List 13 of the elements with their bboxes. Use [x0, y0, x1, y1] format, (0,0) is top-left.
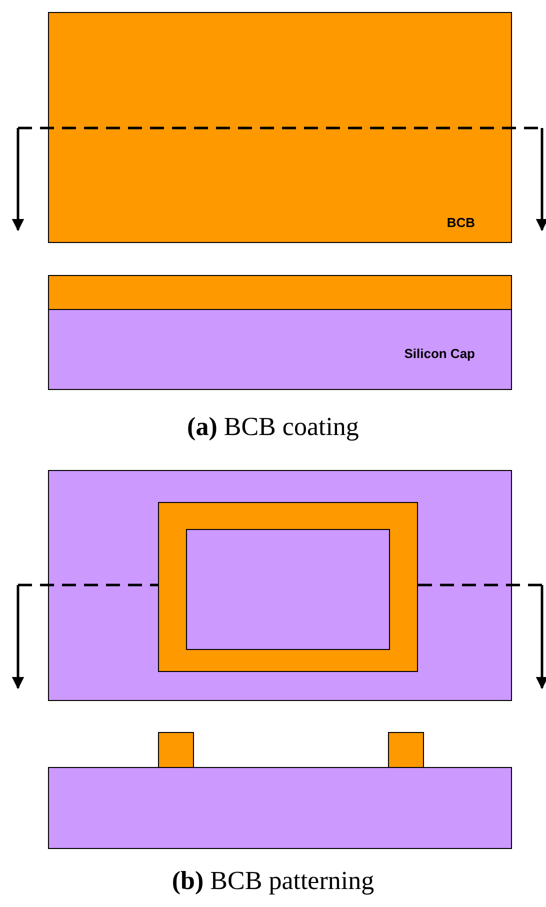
- figure-caption: (a) BCB coating: [187, 412, 359, 441]
- bcb-layer-top-view: [48, 12, 512, 243]
- bcb-pad: [388, 732, 424, 768]
- silicon-cap-layer: [48, 767, 512, 849]
- bcb-ring: [158, 502, 418, 672]
- cavity-area: [186, 529, 390, 650]
- silicon-cap-top-view: [48, 470, 512, 701]
- silicon-cap-layer: [48, 309, 512, 390]
- bcb-layer: [48, 275, 512, 310]
- bcb-pad: [158, 732, 194, 768]
- layer-label: BCB: [446, 215, 475, 230]
- layer-label: Silicon Cap: [404, 346, 475, 361]
- figure-caption: (b) BCB patterning: [172, 866, 374, 895]
